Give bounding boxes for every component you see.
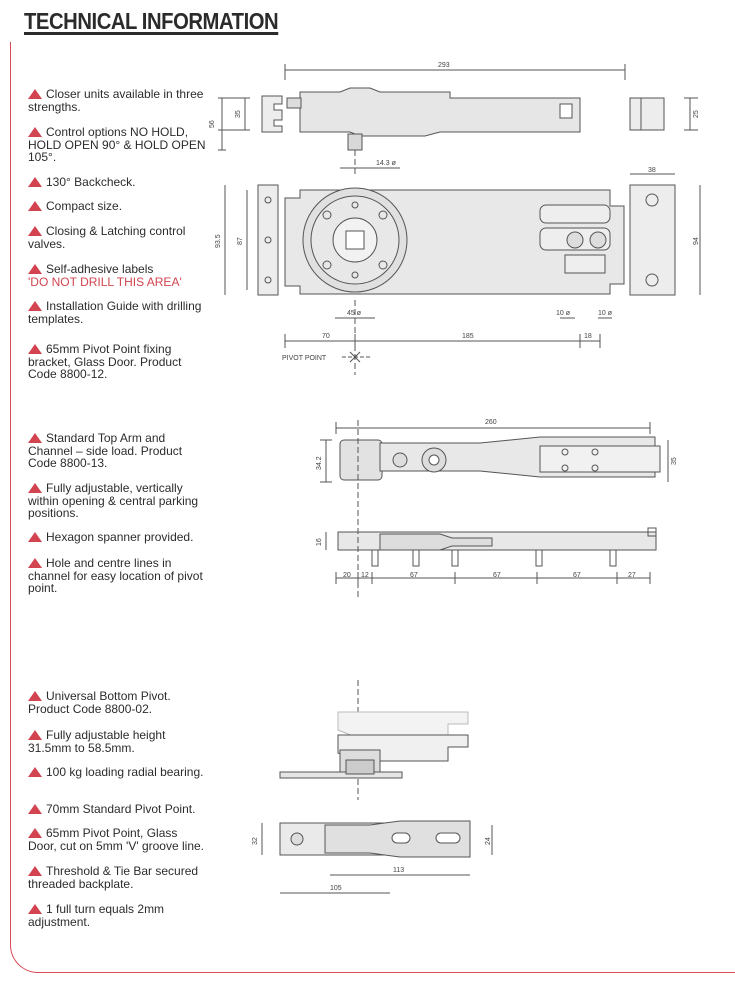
red-triangle-icon bbox=[28, 730, 42, 740]
dim-38: 38 bbox=[648, 167, 656, 174]
dim-67b: 67 bbox=[493, 572, 501, 579]
feature-item: Fully adjustable height 31.5mm to 58.5mm… bbox=[28, 729, 208, 754]
closer-plan-view bbox=[224, 173, 701, 375]
feature-warning: 'DO NOT DRILL THIS AREA' bbox=[28, 274, 182, 289]
top-arm-drawing bbox=[320, 420, 669, 600]
feature-item: 70mm Standard Pivot Point. bbox=[28, 803, 208, 816]
feature-text: 65mm Pivot Point fixing bracket, Glass D… bbox=[28, 342, 182, 381]
red-triangle-icon bbox=[28, 828, 42, 838]
dim-67c: 67 bbox=[573, 572, 581, 579]
feature-text: Threshold & Tie Bar secured threaded bac… bbox=[28, 864, 199, 891]
feature-item: Installation Guide with drilling templat… bbox=[28, 300, 208, 325]
feature-item: Closing & Latching control valves. bbox=[28, 225, 208, 250]
dim-113: 113 bbox=[393, 867, 404, 874]
red-triangle-icon bbox=[28, 226, 42, 236]
page-border bbox=[10, 42, 735, 973]
feature-text: Closer units available in three strength… bbox=[28, 87, 204, 114]
feature-item: Hexagon spanner provided. bbox=[28, 531, 208, 544]
page-title: TECHNICAL INFORMATION bbox=[24, 8, 279, 34]
feature-text: 65mm Pivot Point, Glass Door, cut on 5mm… bbox=[28, 826, 204, 853]
feature-text: Hexagon spanner provided. bbox=[46, 530, 194, 544]
dim-35-arm: 35 bbox=[671, 457, 678, 465]
bottom-pivot-drawing bbox=[261, 680, 493, 894]
feature-text: 70mm Standard Pivot Point. bbox=[46, 802, 196, 816]
feature-text: Self-adhesive labels bbox=[46, 262, 154, 276]
red-triangle-icon bbox=[28, 532, 42, 542]
feature-text: Fully adjustable height 31.5mm to 58.5mm… bbox=[28, 728, 166, 755]
dim-93-5: 93.5 bbox=[215, 234, 222, 248]
dim-56: 56 bbox=[209, 120, 216, 128]
dim-260: 260 bbox=[485, 419, 497, 426]
feature-item: 1 full turn equals 2mm adjustment. bbox=[28, 903, 208, 928]
closer-side-view bbox=[218, 64, 698, 176]
dim-185: 185 bbox=[462, 333, 474, 340]
red-triangle-icon bbox=[28, 344, 42, 354]
feature-text: 100 kg loading radial bearing. bbox=[46, 765, 204, 779]
feature-item: Closer units available in three strength… bbox=[28, 88, 208, 113]
feature-text: Fully adjustable, vertically within open… bbox=[28, 481, 199, 520]
dim-20: 20 bbox=[343, 572, 351, 579]
red-triangle-icon bbox=[28, 127, 42, 137]
red-triangle-icon bbox=[28, 89, 42, 99]
dim-34-2: 34.2 bbox=[316, 456, 323, 470]
feature-item: Control options NO HOLD, HOLD OPEN 90° &… bbox=[28, 126, 208, 164]
red-triangle-icon bbox=[28, 177, 42, 187]
feature-text: Hole and centre lines in channel for eas… bbox=[28, 556, 203, 595]
dim-24: 24 bbox=[485, 837, 492, 845]
feature-text: 130° Backcheck. bbox=[46, 175, 136, 189]
feature-text: 1 full turn equals 2mm adjustment. bbox=[28, 902, 165, 929]
feature-item: 65mm Pivot Point fixing bracket, Glass D… bbox=[28, 343, 208, 381]
dim-32: 32 bbox=[252, 837, 259, 845]
feature-text: Compact size. bbox=[46, 199, 123, 213]
dim-18: 18 bbox=[584, 333, 592, 340]
dim-105: 105 bbox=[330, 885, 342, 892]
dim-27: 27 bbox=[628, 572, 636, 579]
feature-item: Fully adjustable, vertically within open… bbox=[28, 482, 208, 520]
pivot-point-label: PIVOT POINT bbox=[282, 355, 327, 362]
dim-12: 12 bbox=[361, 572, 369, 579]
dim-45: 45 ø bbox=[347, 310, 362, 317]
dim-35: 35 bbox=[235, 110, 242, 118]
red-triangle-icon bbox=[28, 201, 42, 211]
dim-10b: 10 ø bbox=[598, 310, 613, 317]
red-triangle-icon bbox=[28, 767, 42, 777]
red-triangle-icon bbox=[28, 866, 42, 876]
feature-item: Standard Top Arm and Channel – side load… bbox=[28, 432, 208, 470]
feature-text: Control options NO HOLD, HOLD OPEN 90° &… bbox=[28, 125, 206, 164]
feature-item: 100 kg loading radial bearing. bbox=[28, 766, 208, 779]
dim-10a: 10 ø bbox=[556, 310, 571, 317]
feature-item: Threshold & Tie Bar secured threaded bac… bbox=[28, 865, 208, 890]
feature-item: 130° Backcheck. bbox=[28, 176, 208, 189]
dim-16: 16 bbox=[316, 538, 323, 546]
red-triangle-icon bbox=[28, 483, 42, 493]
feature-item: Self-adhesive labels'DO NOT DRILL THIS A… bbox=[28, 263, 208, 288]
feature-text: Closing & Latching control valves. bbox=[28, 224, 186, 251]
red-triangle-icon bbox=[28, 301, 42, 311]
dim-70: 70 bbox=[322, 333, 330, 340]
dim-94: 94 bbox=[693, 237, 700, 245]
red-triangle-icon bbox=[28, 904, 42, 914]
dim-293: 293 bbox=[438, 62, 450, 69]
dim-25: 25 bbox=[693, 110, 700, 118]
feature-item: Universal Bottom Pivot. Product Code 880… bbox=[28, 690, 208, 715]
feature-item: 65mm Pivot Point, Glass Door, cut on 5mm… bbox=[28, 827, 208, 852]
dim-87: 87 bbox=[237, 237, 244, 245]
red-triangle-icon bbox=[28, 691, 42, 701]
dim-67a: 67 bbox=[410, 572, 418, 579]
red-triangle-icon bbox=[28, 264, 42, 274]
feature-item: Compact size. bbox=[28, 200, 208, 213]
dim-14-3: 14.3 ø bbox=[376, 160, 397, 167]
feature-text: Universal Bottom Pivot. Product Code 880… bbox=[28, 689, 171, 716]
feature-text: Installation Guide with drilling templat… bbox=[28, 299, 202, 326]
feature-item: Hole and centre lines in channel for eas… bbox=[28, 557, 208, 595]
red-triangle-icon bbox=[28, 804, 42, 814]
red-triangle-icon bbox=[28, 558, 42, 568]
red-triangle-icon bbox=[28, 433, 42, 443]
feature-text: Standard Top Arm and Channel – side load… bbox=[28, 431, 183, 470]
